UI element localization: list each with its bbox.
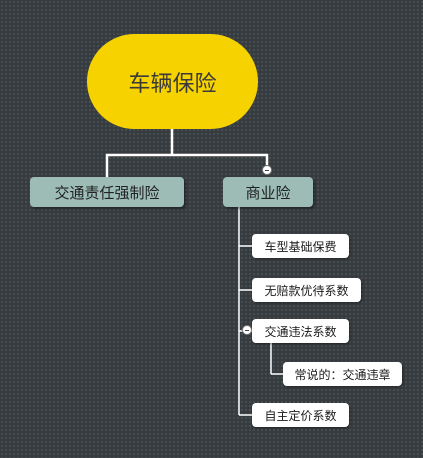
subtopic-no-claim-discount-label: 无赔款优待系数	[264, 283, 349, 298]
subtopic-no-claim-discount[interactable]: 无赔款优待系数	[252, 278, 361, 302]
minus-circle-icon[interactable]	[262, 165, 272, 175]
commercial-connectors	[238, 207, 283, 416]
minus-circle-icon[interactable]	[242, 325, 252, 335]
subtopic-independent-pricing-factor[interactable]: 自主定价系数	[252, 403, 349, 427]
subtopic-traffic-violation-note-label: 常说的：交通违章	[294, 367, 391, 382]
subtopic-traffic-violation-note[interactable]: 常说的：交通违章	[283, 362, 402, 386]
topic-compulsory-insurance-label: 交通责任强制险	[54, 183, 160, 202]
topic-compulsory-insurance[interactable]: 交通责任强制险	[30, 177, 184, 207]
root-connectors	[105, 129, 269, 177]
subtopic-traffic-violation-factor[interactable]: 交通违法系数	[252, 319, 349, 343]
subtopic-base-premium-label: 车型基础保费	[264, 239, 337, 254]
root-topic[interactable]: 车辆保险	[87, 34, 258, 129]
subtopic-independent-pricing-factor-label: 自主定价系数	[264, 408, 337, 423]
topic-commercial-insurance[interactable]: 商业险	[223, 177, 313, 207]
subtopic-traffic-violation-factor-label: 交通违法系数	[264, 324, 337, 339]
topic-commercial-insurance-label: 商业险	[245, 183, 291, 202]
subtopic-base-premium[interactable]: 车型基础保费	[252, 234, 349, 258]
root-topic-label: 车辆保险	[128, 71, 217, 97]
